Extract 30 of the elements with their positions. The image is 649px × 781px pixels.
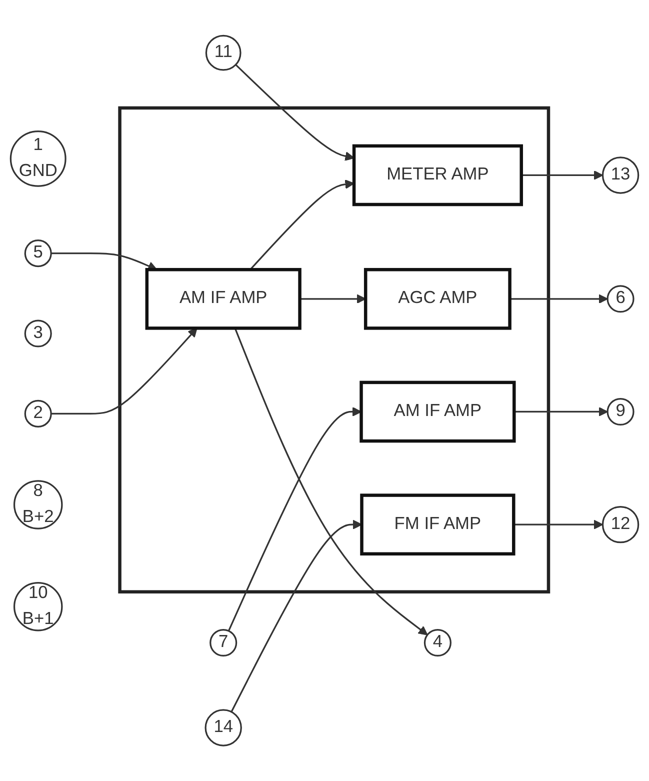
node-circle <box>606 398 634 426</box>
cluster <box>118 106 550 594</box>
node-circle <box>602 156 640 194</box>
node-circle <box>24 320 52 348</box>
arrow <box>51 328 198 414</box>
node-circle <box>24 400 52 428</box>
node-box <box>360 380 516 443</box>
node-box <box>364 268 512 330</box>
node-circle <box>424 628 452 656</box>
arrow <box>234 328 428 636</box>
node-circle <box>210 628 238 656</box>
node-circle <box>606 285 634 313</box>
arrow <box>521 170 604 180</box>
arrow <box>514 406 608 416</box>
node-circle <box>204 709 242 746</box>
node-circle <box>13 582 63 632</box>
node-box <box>352 144 523 206</box>
arrow <box>235 64 354 161</box>
arrow <box>230 520 362 712</box>
node-circle <box>24 239 52 267</box>
node-circle <box>13 480 63 530</box>
arrow <box>300 294 366 304</box>
arrow <box>228 406 362 632</box>
node-circle <box>205 34 242 71</box>
node-box <box>360 494 516 556</box>
node-box <box>145 268 302 330</box>
arrow <box>514 520 604 530</box>
arrow <box>510 294 608 304</box>
node-circle <box>10 130 66 187</box>
node-circle <box>602 506 640 544</box>
